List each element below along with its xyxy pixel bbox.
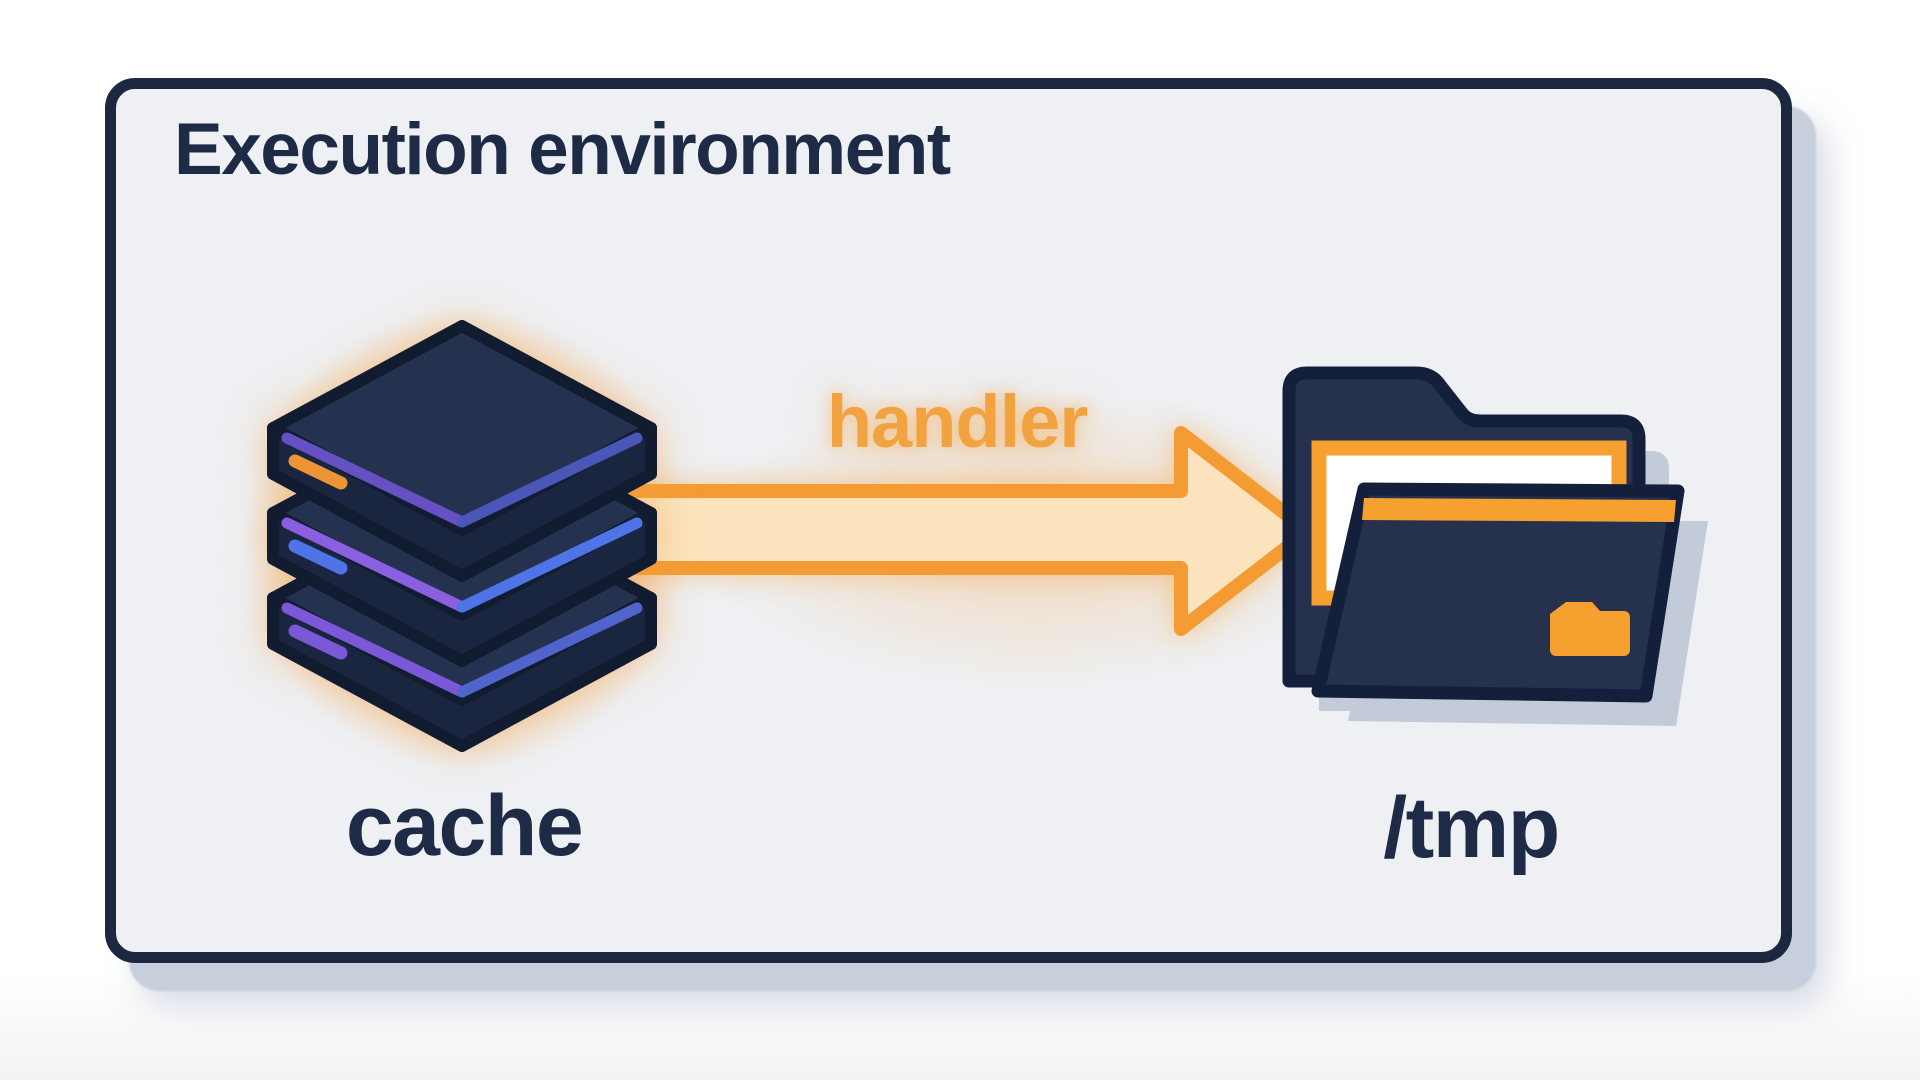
node-label-tmp: /tmp: [1383, 780, 1560, 876]
folder-flap-stripe: [1362, 498, 1676, 522]
node-label-cache: cache: [345, 778, 584, 874]
tmp-folder-icon: [1282, 366, 1708, 726]
cache-stack-icon: [267, 320, 657, 752]
stack-layer-top: [267, 320, 657, 582]
mini-folder-icon: [1550, 602, 1630, 656]
panel-title: Execution environment: [174, 109, 951, 190]
edge-label-handler: handler: [826, 380, 1088, 463]
arrow-fill: [611, 433, 1308, 629]
execution-environment-panel: Execution environment handler: [105, 78, 1792, 963]
